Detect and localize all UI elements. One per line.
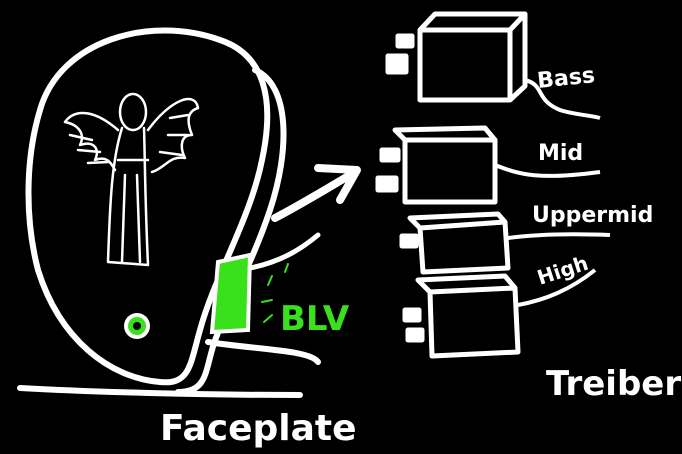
green-ring-led-icon xyxy=(124,313,150,339)
uppermid-label: Uppermid xyxy=(532,203,653,228)
blv-label: BLV xyxy=(280,299,350,339)
driver-uppermid xyxy=(399,211,611,275)
blv-highlight-marks xyxy=(261,263,289,323)
faceplate-label: Faceplate xyxy=(160,408,357,449)
angel-wings-emblem-icon xyxy=(63,92,200,267)
driver-bass xyxy=(385,11,601,120)
treiber-label: Treiber xyxy=(546,364,681,404)
driver-mid xyxy=(375,125,601,205)
mid-label: Mid xyxy=(538,141,583,166)
blv-tube xyxy=(247,232,321,271)
blv-component xyxy=(209,252,253,335)
right-arrow-icon xyxy=(271,164,361,222)
high-label: High xyxy=(534,251,591,290)
driver-high xyxy=(402,268,597,359)
shell-outline xyxy=(17,27,321,398)
bass-label: Bass xyxy=(536,63,596,94)
